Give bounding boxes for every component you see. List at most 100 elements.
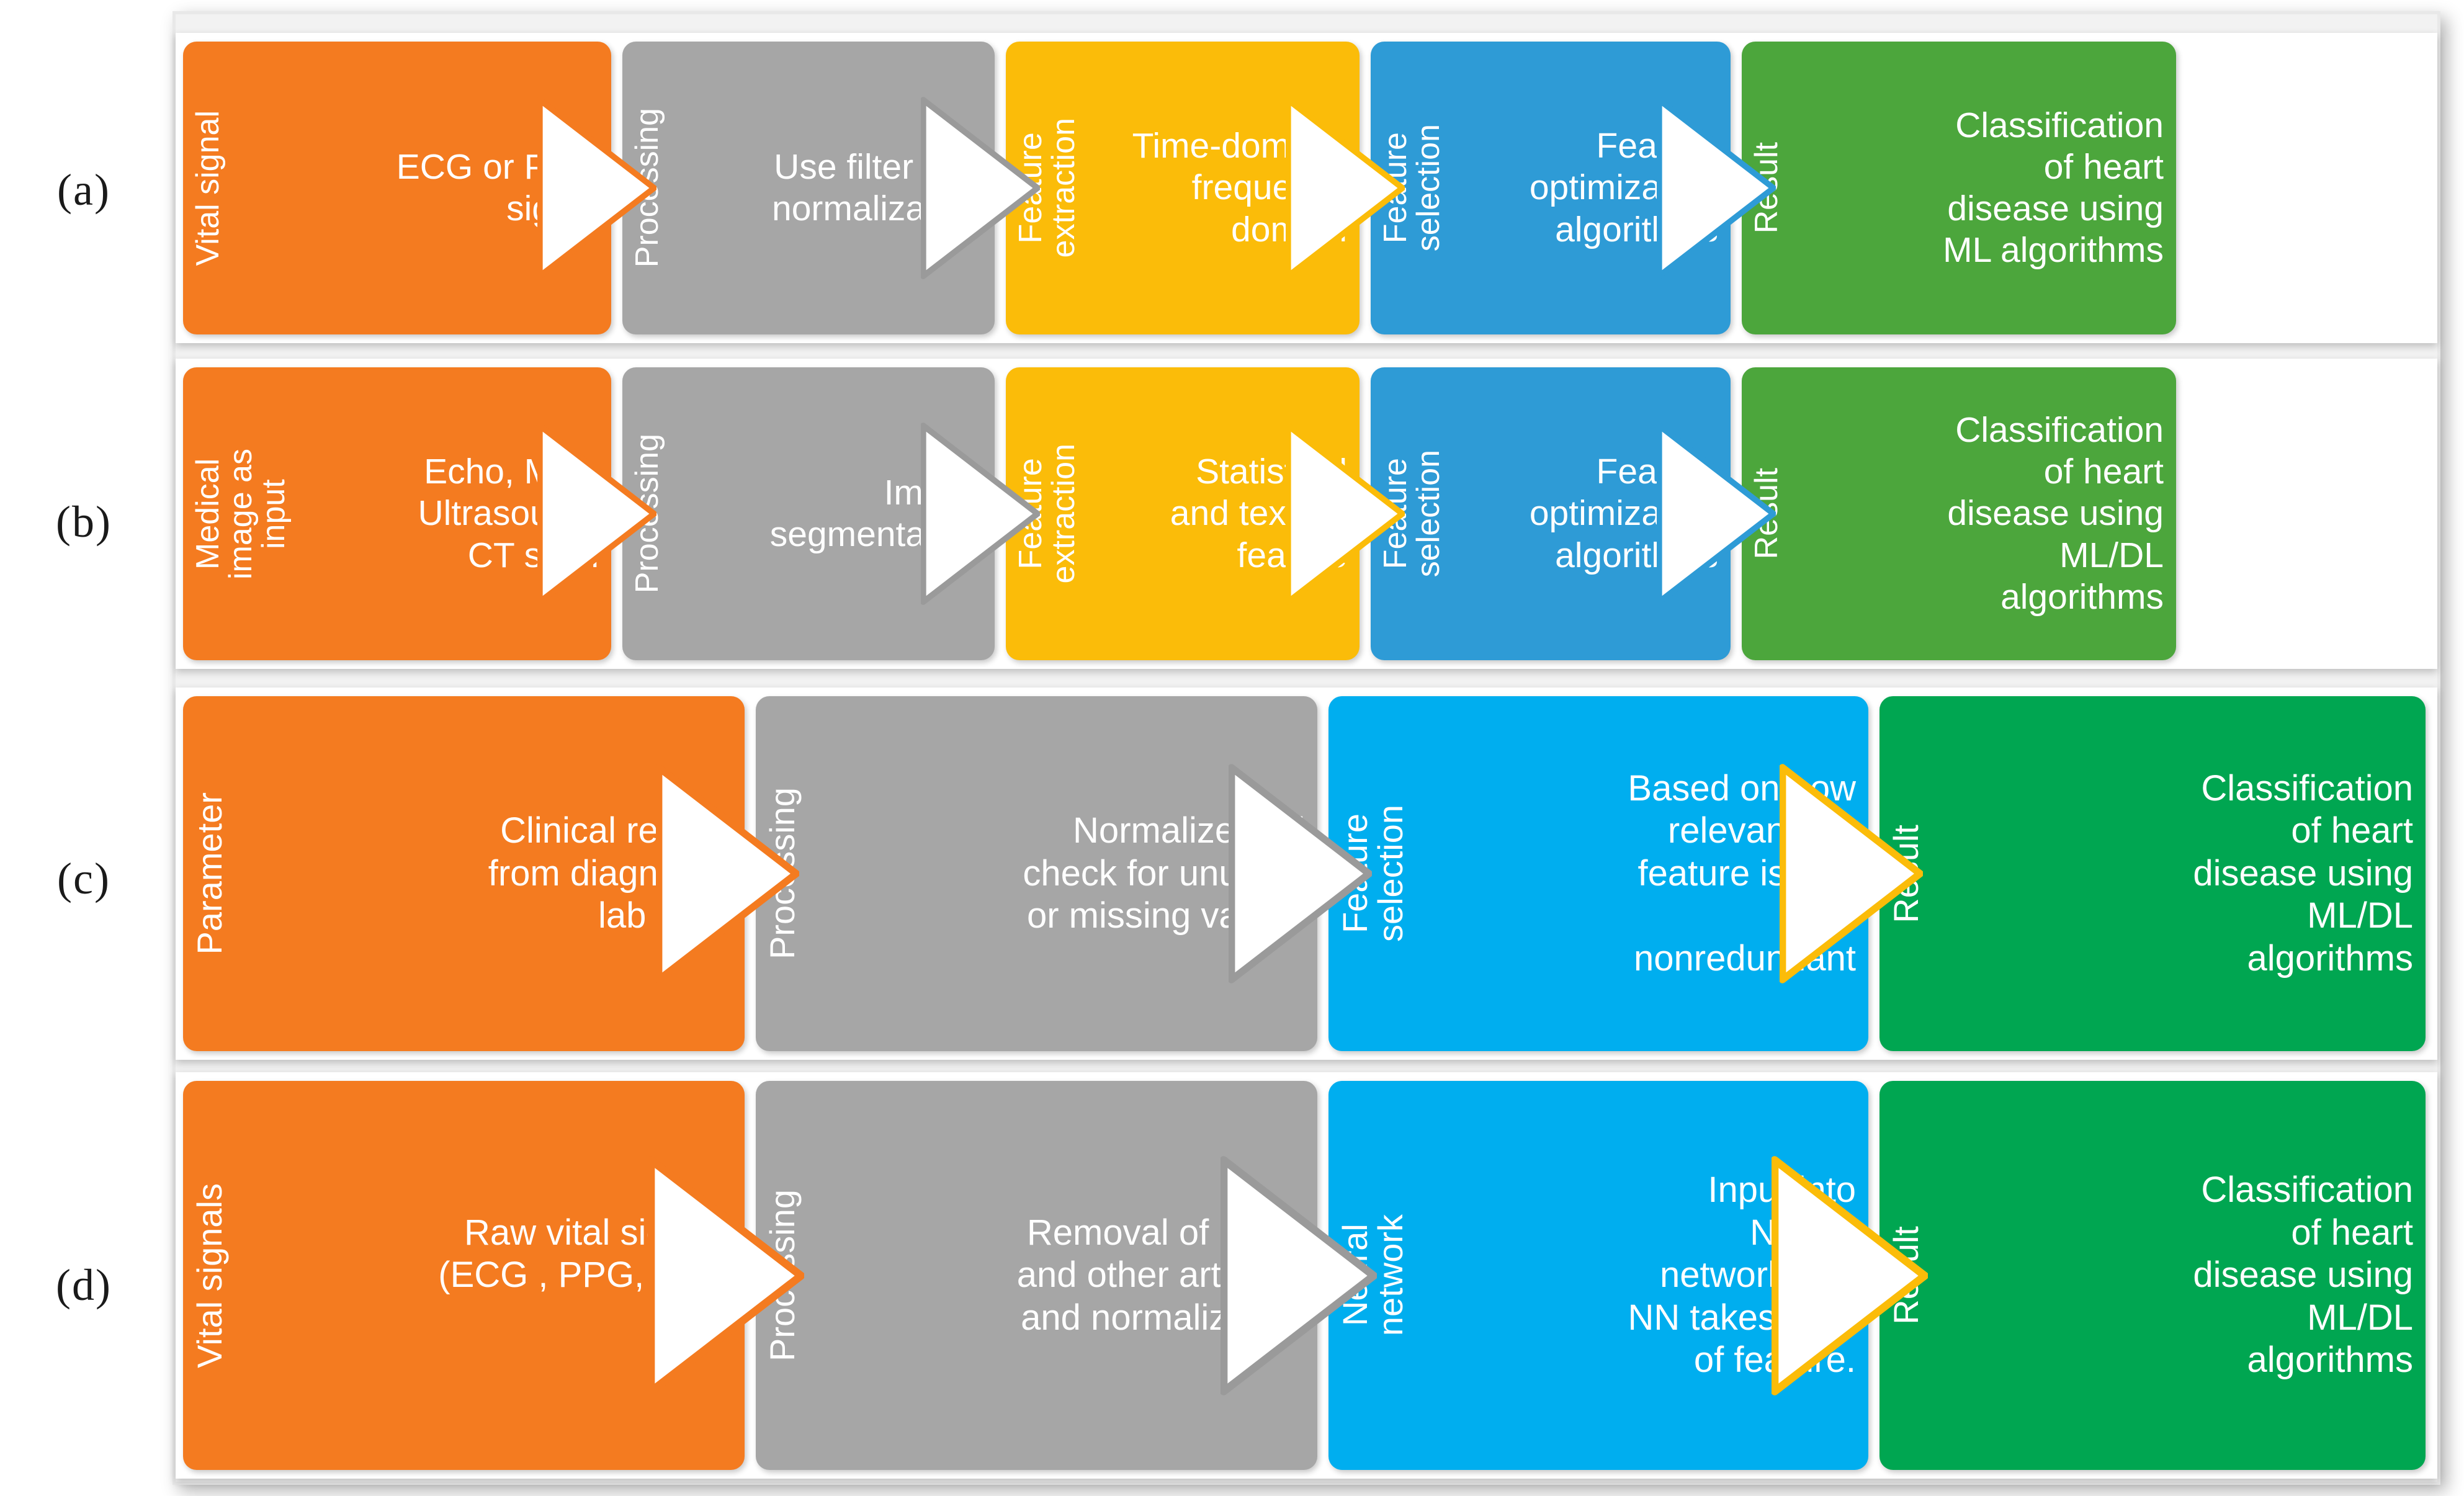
stage-box[interactable]: Processing Image segmentation	[622, 367, 995, 660]
stage-vertical-label: Processing	[629, 108, 665, 268]
stage-description-text: Raw vital signals (ECG , PPG, PCG etc.)	[438, 1212, 732, 1338]
stage-vertical-label: Neural network	[1335, 1214, 1410, 1337]
stage-description-text: Feature optimization algorithms	[1529, 126, 1718, 249]
stage-box[interactable]: Processing Use filter and normalization	[622, 42, 995, 334]
stage-box[interactable]: Parameter Clinical results from diagnosti…	[183, 696, 745, 1051]
stage-box[interactable]: Feature extraction Time-domain, frequency…	[1006, 42, 1360, 334]
stage-vertical-label-wrap: Neural network	[1333, 1086, 1410, 1465]
stage-body: Result Classification of heart disease us…	[1879, 1081, 2426, 1470]
stage-vertical-label: Processing	[629, 434, 665, 594]
stage-vertical-label-wrap: Vital signals	[188, 1086, 229, 1465]
stage-vertical-label: Feature extraction	[1013, 118, 1082, 258]
stage-vertical-label: Processing	[763, 787, 802, 960]
stage-box[interactable]: Vital signal ECG or PPG signal	[183, 42, 611, 334]
stage-vertical-label: Vital signals	[190, 1183, 229, 1368]
stage-box[interactable]: Feature selection Based on how relevant t…	[1328, 696, 1868, 1051]
stage-vertical-label: Feature selection	[1335, 805, 1410, 943]
row-letter-b: (b)	[56, 497, 112, 547]
process-row-d: Vital signals Raw vital signals (ECG , PP…	[176, 1072, 2437, 1479]
stage-vertical-label-wrap: Result	[1884, 1086, 1925, 1465]
stage-vertical-label-wrap: Vital signal	[188, 47, 226, 329]
stage-description-text: Clinical results from diagnostic lab tes…	[488, 810, 732, 936]
stage-vertical-label-wrap: Feature selection	[1376, 47, 1447, 329]
stage-vertical-label: Processing	[763, 1189, 802, 1362]
stage-vertical-label-wrap: Result	[1747, 372, 1785, 655]
stage-vertical-label-wrap: Processing	[761, 701, 802, 1046]
stage-box[interactable]: Vital signals Raw vital signals (ECG , PP…	[183, 1081, 745, 1470]
stage-body: Feature extraction Time-domain, frequency…	[1006, 42, 1360, 334]
stage-description-text: Classification of heart disease using ML…	[1947, 410, 2164, 617]
stage-body: Feature selection Feature optimization al…	[1371, 42, 1731, 334]
stage-body: Parameter Clinical results from diagnosti…	[183, 696, 745, 1051]
stage-vertical-label: Result	[1886, 1226, 1925, 1325]
stage-box[interactable]: Feature extraction Statistical and textur…	[1006, 367, 1360, 660]
stage-vertical-label: Result	[1749, 142, 1785, 234]
stage-description-text: Classification of heart disease using ML…	[2193, 1170, 2413, 1381]
stage-description-text: Echo, MRI, Ultrasound, CT scan	[418, 452, 599, 575]
stage-body: Processing Normalize and check for unusua…	[756, 696, 1317, 1051]
process-row-a: Vital signal ECG or PPG signal Processing U…	[176, 33, 2437, 343]
stage-body: Feature extraction Statistical and textur…	[1006, 367, 1360, 660]
stage-box[interactable]: Result Classification of heart disease us…	[1742, 42, 2176, 334]
stage-body: Result Classification of heart disease us…	[1742, 42, 2176, 334]
stage-vertical-label: Result	[1749, 468, 1785, 560]
row-letter-a: (a)	[57, 165, 110, 215]
stage-box[interactable]: Result Classification of heart disease us…	[1879, 696, 2426, 1051]
stage-body: Processing Image segmentation	[622, 367, 995, 660]
stage-description-text: Time-domain, frequency domain	[1132, 126, 1347, 249]
stage-description-text: Input into Neural network and NN takes c…	[1628, 1170, 1856, 1381]
stage-description-text: Based on how relevant the feature is and…	[1628, 768, 1856, 979]
stage-vertical-label: Feature extraction	[1013, 444, 1082, 584]
row-letter-d: (d)	[56, 1260, 112, 1310]
stage-vertical-label-wrap: Processing	[761, 1086, 802, 1465]
process-row-b: Medical image as input Echo, MRI, Ultraso…	[176, 359, 2437, 669]
stage-box[interactable]: Medical image as input Echo, MRI, Ultraso…	[183, 367, 611, 660]
stage-vertical-label-wrap: Processing	[627, 372, 665, 655]
stage-description-text: Feature optimization algorithms	[1529, 452, 1718, 575]
stage-box[interactable]: Processing Normalize and check for unusua…	[756, 696, 1317, 1051]
stage-vertical-label: Feature selection	[1378, 450, 1447, 578]
stage-vertical-label: Vital signal	[190, 110, 226, 266]
stage-body: Vital signal ECG or PPG signal	[183, 42, 611, 334]
process-row-inner: Vital signal ECG or PPG signal Processing U…	[176, 33, 2437, 343]
stage-vertical-label-wrap: Feature selection	[1333, 701, 1410, 1046]
stage-vertical-label-wrap: Processing	[627, 47, 665, 329]
process-row-c: Parameter Clinical results from diagnosti…	[176, 688, 2437, 1060]
process-row-inner: Vital signals Raw vital signals (ECG , PP…	[176, 1072, 2437, 1479]
stage-vertical-label-wrap: Result	[1884, 701, 1925, 1046]
stage-body: Result Classification of heart disease us…	[1879, 696, 2426, 1051]
stage-description-text: Classification of heart disease using ML…	[2193, 768, 2413, 979]
stage-vertical-label-wrap: Medical image as input	[188, 372, 292, 655]
stage-description-text: Classification of heart disease using ML…	[1943, 105, 2164, 271]
stage-box[interactable]: Feature selection Feature optimization al…	[1371, 367, 1731, 660]
stage-body: Processing Use filter and normalization	[622, 42, 995, 334]
stage-vertical-label: Parameter	[190, 792, 229, 955]
stage-vertical-label: Medical image as input	[190, 448, 292, 580]
stage-vertical-label: Feature selection	[1378, 124, 1447, 252]
process-row-inner: Medical image as input Echo, MRI, Ultraso…	[176, 359, 2437, 669]
stage-description-text: ECG or PPG signal	[396, 146, 599, 228]
stage-vertical-label-wrap: Result	[1747, 47, 1785, 329]
stage-vertical-label-wrap: Feature selection	[1376, 372, 1447, 655]
stage-body: Result Classification of heart disease us…	[1742, 367, 2176, 660]
stage-body: Neural network Input into Neural network …	[1328, 1081, 1868, 1470]
stage-description-text: Statistical and texture feature	[1170, 452, 1347, 575]
stage-box[interactable]: Feature selection Feature optimization al…	[1371, 42, 1731, 334]
stage-vertical-label-wrap: Feature extraction	[1011, 47, 1082, 329]
stage-box[interactable]: Result Classification of heart disease us…	[1879, 1081, 2426, 1470]
stage-vertical-label: Result	[1886, 824, 1925, 923]
stage-vertical-label-wrap: Parameter	[188, 701, 229, 1046]
stage-box[interactable]: Neural network Input into Neural network …	[1328, 1081, 1868, 1470]
stage-box[interactable]: Result Classification of heart disease us…	[1742, 367, 2176, 660]
stage-body: Medical image as input Echo, MRI, Ultraso…	[183, 367, 611, 660]
stage-body: Vital signals Raw vital signals (ECG , PP…	[183, 1081, 745, 1470]
stage-description-text: Image segmentation	[769, 472, 982, 554]
stage-description-text: Use filter and normalization	[772, 146, 982, 228]
stage-description-text: Normalize and check for unusual or missi…	[1023, 810, 1305, 936]
stage-vertical-label-wrap: Feature extraction	[1011, 372, 1082, 655]
stage-body: Feature selection Feature optimization al…	[1371, 367, 1731, 660]
process-row-inner: Parameter Clinical results from diagnosti…	[176, 688, 2437, 1060]
